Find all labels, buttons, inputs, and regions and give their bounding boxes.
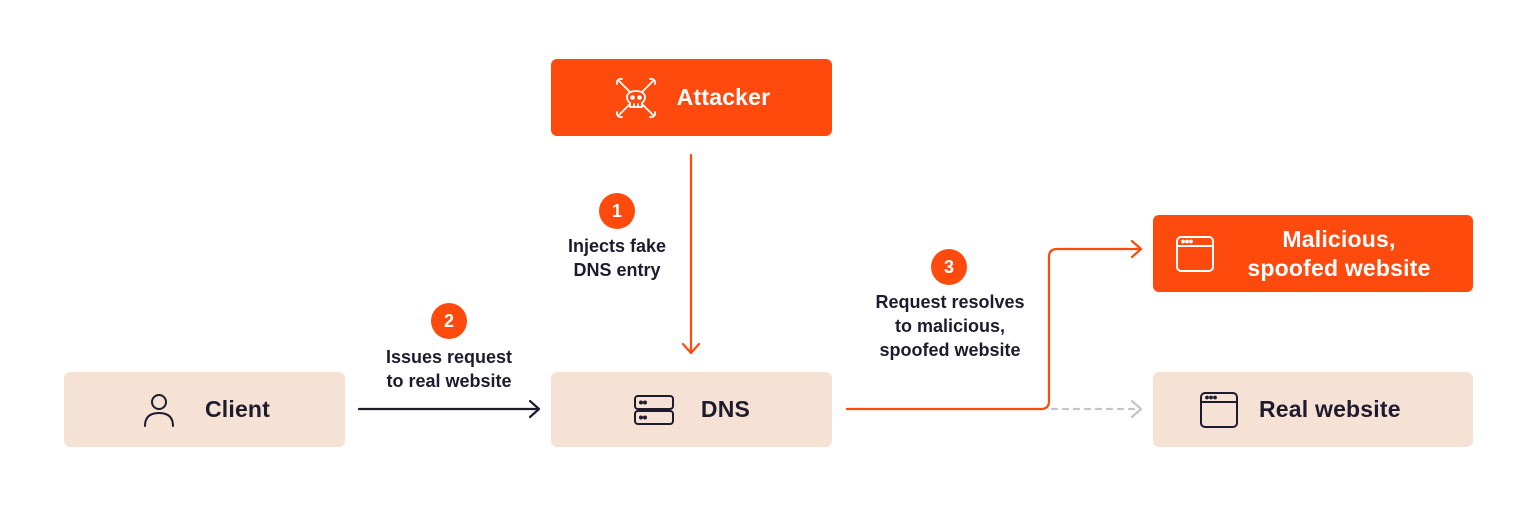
skull-crossed-wrenches-icon xyxy=(613,75,659,121)
dns-box: DNS xyxy=(551,372,832,447)
real-website-box: Real website xyxy=(1153,372,1473,447)
server-icon xyxy=(633,394,675,426)
client-label: Client xyxy=(204,396,271,422)
dns-label: DNS xyxy=(700,396,751,422)
attacker-to-dns-arrow xyxy=(681,153,701,355)
malicious-label-line1: Malicious, xyxy=(1282,225,1396,252)
step-3-line3: spoofed website xyxy=(879,340,1021,360)
attacker-box: Attacker xyxy=(551,59,832,136)
step-1-line2: DNS entry xyxy=(573,260,661,280)
step-2-line1: Issues request xyxy=(385,347,513,367)
dns-to-malicious-arrow xyxy=(845,239,1143,411)
step-1-text: Injects fake DNS entry xyxy=(542,234,692,282)
step-3-text: Request resolves to malicious, spoofed w… xyxy=(845,290,1055,362)
malicious-label-line2: spoofed website xyxy=(1247,254,1431,281)
malicious-website-box: Malicious, spoofed website xyxy=(1153,215,1473,292)
dns-to-real-dashed-arrow xyxy=(1050,399,1143,419)
step-2-badge: 2 xyxy=(431,303,467,339)
step-1-badge: 1 xyxy=(599,193,635,229)
client-to-dns-arrow xyxy=(357,399,541,419)
step-2-line2: to real website xyxy=(386,371,512,391)
step-3-line2: to malicious, xyxy=(894,316,1006,336)
real-website-label: Real website xyxy=(1259,396,1401,422)
step-2-text: Issues request to real website xyxy=(355,345,543,393)
attacker-label: Attacker xyxy=(676,84,771,110)
step-3-line1: Request resolves xyxy=(875,292,1025,312)
client-box: Client xyxy=(64,372,345,447)
malicious-website-label: Malicious, spoofed website xyxy=(1215,225,1473,283)
step-1-line1: Injects fake xyxy=(567,236,667,256)
browser-window-icon xyxy=(1199,390,1239,430)
step-3-badge: 3 xyxy=(931,249,967,285)
user-icon xyxy=(139,390,179,430)
browser-window-icon xyxy=(1175,234,1215,274)
